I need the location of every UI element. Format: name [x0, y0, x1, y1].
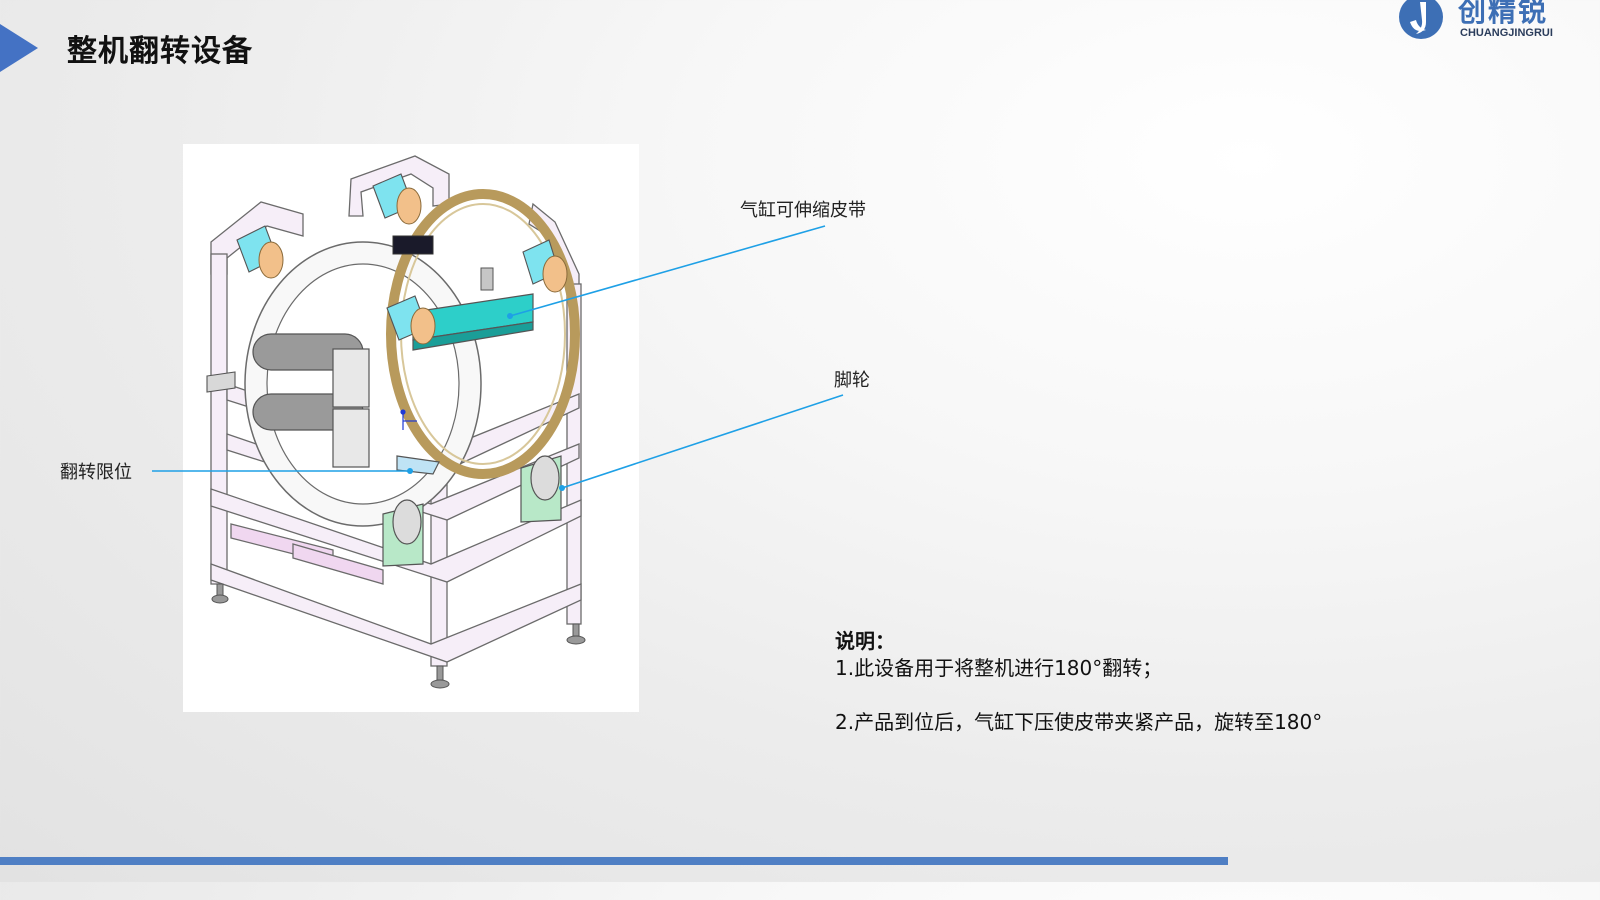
caster-callout-label: 脚轮: [834, 370, 870, 391]
machine-drawing: [183, 144, 639, 712]
company-logo-icon: [1399, 0, 1443, 39]
belt-callout-label: 气缸可伸缩皮带: [740, 200, 866, 221]
description-heading: 说明：: [835, 629, 895, 653]
logo-name-cn: 创精锐: [1458, 0, 1549, 28]
description-item-1: 1.此设备用于将整机进行180°翻转；: [835, 656, 1163, 680]
page-title: 整机翻转设备: [67, 34, 253, 69]
bottom-accent-bar: [0, 857, 1228, 865]
description-block: 说明： 1.此设备用于将整机进行180°翻转； 2.产品到位后，气缸下压使皮带夹…: [835, 628, 1355, 736]
flip-limit-callout-label: 翻转限位: [60, 462, 132, 483]
title-arrow-icon: [0, 24, 38, 72]
company-logo: 创精锐 CHUANGJINGRUI: [1396, 0, 1568, 44]
description-item-2: 2.产品到位后，气缸下压使皮带夹紧产品，旋转至180°: [835, 710, 1323, 734]
logo-name-en: CHUANGJINGRUI: [1460, 27, 1553, 39]
flip-machine-illustration: [206, 155, 586, 689]
